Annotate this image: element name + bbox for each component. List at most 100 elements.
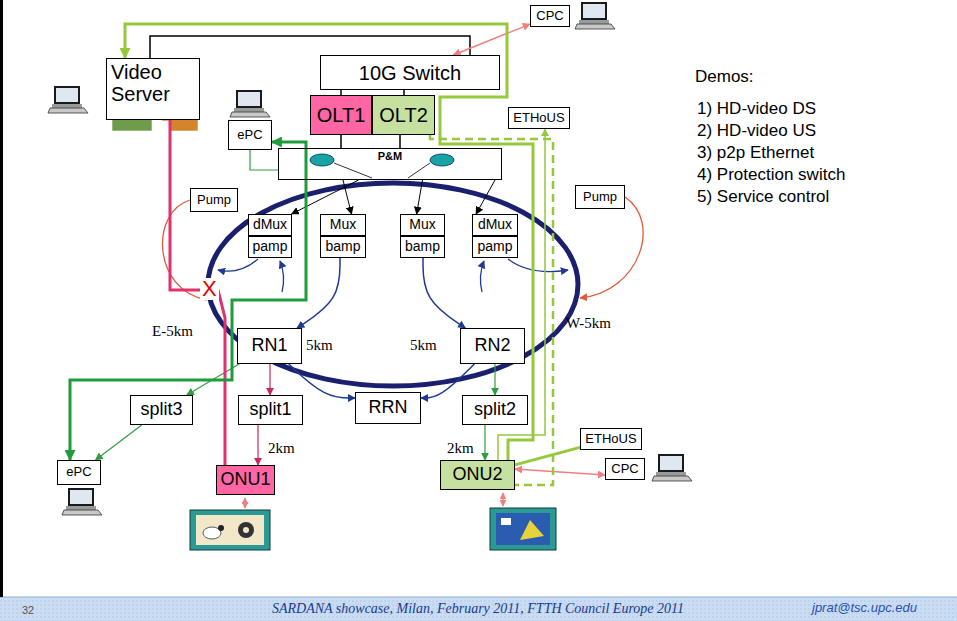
- process-box: Pump: [575, 185, 625, 209]
- box-label: P&M: [378, 150, 402, 162]
- box-label: dMux: [253, 217, 287, 232]
- process-box: pamp: [472, 236, 518, 258]
- connector: [96, 425, 142, 460]
- process-box: pamp: [248, 236, 292, 258]
- process-box: split1: [238, 395, 303, 425]
- connector: [515, 447, 580, 465]
- laptop-icon: [660, 456, 682, 470]
- process-box: bamp: [400, 236, 445, 258]
- laptop-icon: [581, 2, 607, 20]
- list-item: 4) Protection switch: [697, 166, 845, 185]
- box-label: bamp: [325, 239, 360, 254]
- tv-screen: [218, 525, 224, 531]
- connector: [297, 258, 340, 328]
- connector: [423, 258, 465, 328]
- tv-screen: [238, 522, 254, 538]
- tv-screen: [490, 508, 556, 550]
- tv-screen: [490, 508, 556, 550]
- tv-screen: [243, 527, 249, 533]
- box-label: OLT2: [379, 104, 428, 126]
- box-label: RN1: [251, 336, 287, 356]
- pump-fiber: [580, 197, 643, 298]
- laptop-icon: [66, 506, 96, 510]
- process-box: ePC: [228, 120, 272, 150]
- amplifier-arrow: [508, 259, 568, 272]
- connector: [269, 364, 270, 395]
- box-label: ONU1: [220, 470, 270, 490]
- connector: [484, 425, 485, 460]
- process-box: Pump: [190, 188, 238, 212]
- coupler-symbol: [408, 163, 430, 178]
- box-label: RN2: [474, 336, 510, 356]
- laptop-icon: [70, 490, 92, 504]
- box-label: Mux: [330, 217, 356, 232]
- list-item: 2) HD-video US: [697, 122, 816, 141]
- process-box: bamp: [320, 236, 366, 258]
- connector: [421, 364, 474, 398]
- connector: [417, 180, 423, 214]
- laptop-icon: [583, 4, 605, 18]
- pump-fiber: [163, 197, 644, 300]
- box-label: ePC: [237, 128, 262, 142]
- connector: [515, 469, 605, 475]
- list-item: 1) HD-video DS: [697, 100, 816, 119]
- connector: [476, 180, 495, 214]
- box-label: CPC: [536, 9, 563, 23]
- laptop-icon: [48, 108, 88, 113]
- email-address: jprat@tsc.upc.edu: [812, 601, 917, 615]
- laptop-icon: [52, 104, 82, 108]
- footer-band: [0, 597, 957, 621]
- process-box: Mux: [400, 214, 445, 236]
- page-number: 32: [22, 604, 34, 616]
- process-box: OLT1: [310, 95, 372, 135]
- amplifier-arrow: [280, 261, 284, 292]
- box-label: bamp: [405, 239, 440, 254]
- box-label: RRN: [369, 398, 408, 418]
- connector: [289, 364, 355, 398]
- distance-label: 2km: [447, 440, 474, 457]
- coupler-symbol: [310, 154, 334, 166]
- laptop-icon: [68, 488, 94, 506]
- box-label: split3: [140, 400, 182, 420]
- footer-band: [0, 597, 957, 621]
- connector: [453, 24, 530, 55]
- box-label: CPC: [611, 462, 638, 476]
- process-box: CPC: [605, 458, 645, 480]
- connector: [343, 180, 351, 214]
- laptop-icon: [236, 90, 262, 108]
- box-label: split2: [474, 400, 516, 420]
- box-label: OLT1: [317, 104, 366, 126]
- process-box: ePC: [57, 460, 101, 485]
- list-item: 3) p2p Ethernet: [697, 144, 814, 163]
- box-label: dMux: [478, 217, 512, 232]
- process-box: Video Server: [106, 58, 200, 120]
- process-box: ETHoUS: [508, 107, 570, 129]
- laptop-icon: [652, 476, 692, 481]
- process-box: CPC: [530, 5, 570, 27]
- connector: [70, 142, 306, 460]
- process-box: P&M: [278, 148, 502, 180]
- footer-band: [0, 597, 957, 598]
- connector: [292, 180, 359, 214]
- distance-label: 5km: [306, 337, 333, 354]
- connector: [250, 150, 278, 170]
- process-box: split3: [130, 395, 193, 425]
- laptop-icon: [575, 2, 615, 29]
- coupler-symbol: [430, 154, 454, 166]
- box-label: pamp: [252, 239, 287, 254]
- connector: [494, 364, 495, 395]
- connector: [340, 135, 342, 148]
- laptop-icon: [658, 454, 684, 472]
- cut-mark: X: [200, 278, 219, 300]
- process-box: RRN: [355, 392, 421, 424]
- video-thumbnails: [112, 119, 152, 131]
- process-box: RN2: [460, 328, 525, 364]
- box-label: Pump: [197, 193, 231, 207]
- laptop-icon: [56, 88, 78, 102]
- box-label: ePC: [66, 465, 91, 479]
- distance-label: 5km: [410, 337, 437, 354]
- amplifier-arrow: [218, 259, 568, 292]
